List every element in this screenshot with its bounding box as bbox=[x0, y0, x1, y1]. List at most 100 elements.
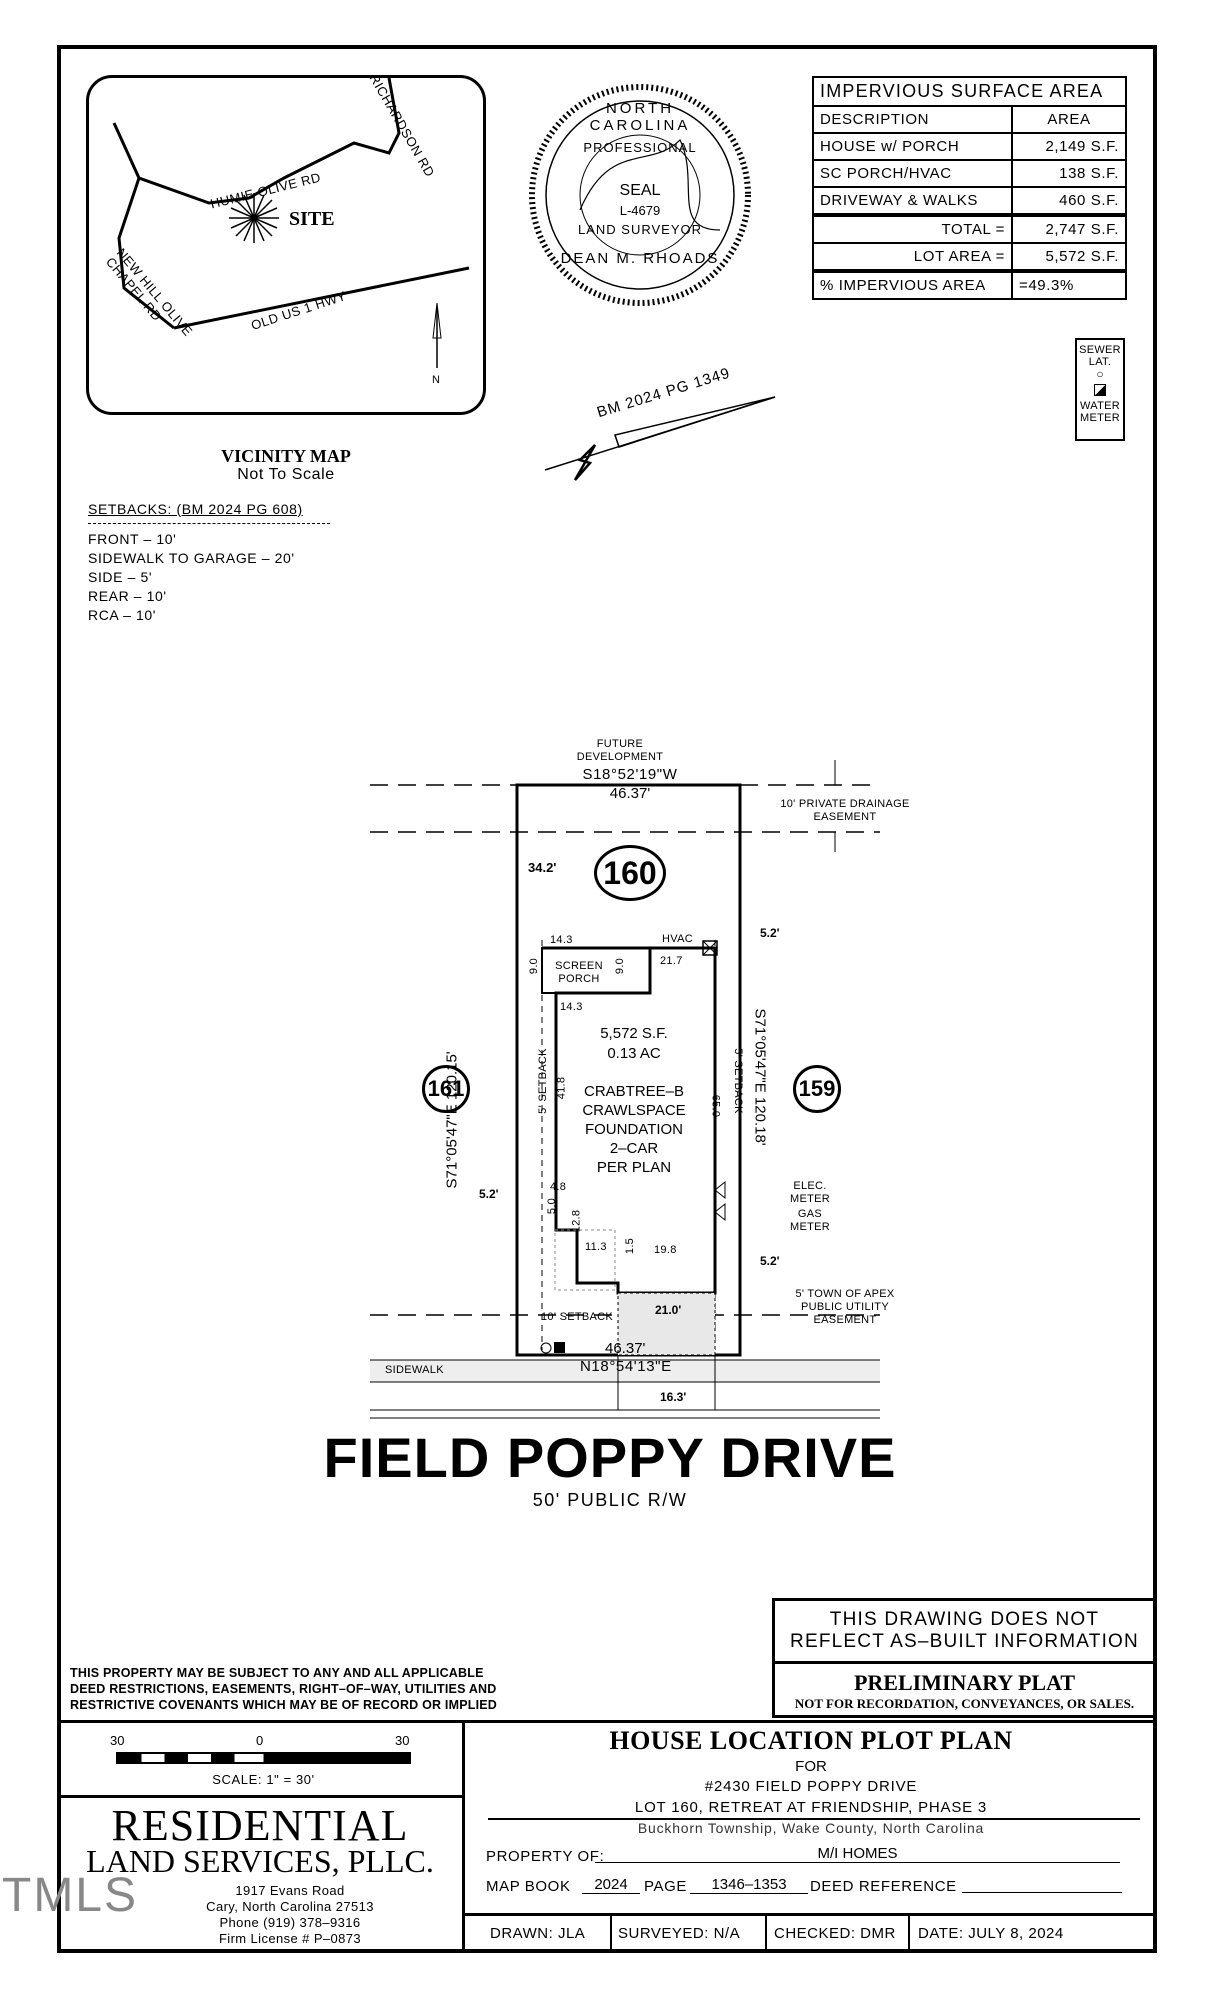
preliminary-plat-sub: NOT FOR RECORDATION, CONVEYANCES, OR SAL… bbox=[794, 1696, 1135, 1711]
firm-city: Cary, North Carolina 27513 bbox=[206, 1899, 374, 1914]
lot-161: 161 bbox=[422, 1065, 470, 1113]
impervious-row-area: 138 S.F. bbox=[1011, 159, 1127, 188]
property-of-value: M/I HOMES bbox=[595, 1845, 1120, 1863]
title-block-top-rule bbox=[57, 1720, 1157, 1723]
impervious-row-desc: HOUSE w/ PORCH bbox=[812, 132, 1013, 161]
title-rule bbox=[488, 1818, 1140, 1820]
porch-side-dim-2: 9.0 bbox=[614, 957, 627, 975]
impervious-row-desc: DRIVEWAY & WALKS bbox=[812, 186, 1013, 216]
footer-rule bbox=[462, 1913, 1157, 1916]
left-side-dim: 5.2' bbox=[479, 1187, 499, 1201]
impervious-lot-value: 5,572 S.F. bbox=[1011, 242, 1127, 272]
house-text-line: FOUNDATION bbox=[584, 1121, 684, 1138]
notice-box: THIS DRAWING DOES NOT REFLECT AS–BUILT I… bbox=[772, 1598, 1157, 1718]
right-setback-label: 5' SETBACK bbox=[731, 1048, 744, 1114]
house-text-line: PER PLAN bbox=[596, 1159, 672, 1176]
title-for: FOR bbox=[795, 1758, 827, 1775]
road-rw: 50' PUBLIC R/W bbox=[532, 1490, 688, 1510]
front-distance: 46.37' bbox=[605, 1340, 646, 1357]
drainage-easement-label: 10' PRIVATE DRAINAGE EASEMENT bbox=[780, 798, 910, 823]
scale-label: SCALE: 1" = 30' bbox=[212, 1772, 315, 1787]
lot-number: 160 bbox=[594, 845, 666, 901]
rear-bearing: S18°52'19"W bbox=[582, 766, 678, 783]
site-label: SITE bbox=[289, 208, 335, 230]
mls-watermark: TMLS bbox=[2, 1869, 139, 1922]
firm-name-2: LAND SERVICES, PLLC. bbox=[86, 1843, 434, 1879]
legend-water: WATER METER bbox=[1080, 400, 1120, 424]
firm-contact: 1917 Evans Road Cary, North Carolina 275… bbox=[160, 1883, 420, 1947]
porch-side-dim: 9.0 bbox=[528, 957, 541, 975]
hvac-label: HVAC bbox=[662, 933, 693, 945]
plot-plan-drawing bbox=[370, 760, 880, 1419]
footer-sep-1 bbox=[610, 1913, 612, 1953]
house-text-line: CRAWLSPACE bbox=[582, 1102, 686, 1119]
seal-license: L-4679 bbox=[619, 203, 661, 218]
rear-distance: 46.37' bbox=[609, 785, 651, 802]
restriction-line: THIS PROPERTY MAY BE SUBJECT TO ANY AND … bbox=[70, 1666, 484, 1680]
title-block-divider bbox=[462, 1720, 465, 1953]
scale-divider bbox=[57, 1795, 462, 1798]
house-text-line: 2–CAR bbox=[609, 1140, 659, 1157]
checked-by: CHECKED: DMR bbox=[774, 1925, 896, 1942]
scale-right: 30 bbox=[395, 1733, 410, 1748]
porch-bottom-dim: 14.3 bbox=[560, 1001, 583, 1013]
impervious-total-label: TOTAL = bbox=[812, 213, 1013, 244]
surveyor-seal bbox=[529, 84, 751, 306]
legend-sewer: SEWER LAT. bbox=[1079, 344, 1121, 368]
right-line-bearing: S71°05'47"E 120.18' bbox=[751, 1008, 769, 1146]
utility-legend: SEWER LAT. ○ WATER METER bbox=[1075, 338, 1125, 441]
firm-license: Firm License # P–0873 bbox=[218, 1931, 362, 1946]
impervious-col-desc: DESCRIPTION bbox=[812, 105, 1013, 134]
property-of-label: PROPERTY OF: bbox=[486, 1848, 605, 1865]
dim-4-8: 4.8 bbox=[550, 1181, 567, 1193]
vicinity-map-subtitle: Not To Scale bbox=[237, 466, 335, 483]
road-name: FIELD POPPY DRIVE bbox=[323, 1426, 897, 1489]
scale-bar bbox=[116, 1752, 411, 1764]
future-development-label: FUTURE DEVELOPMENT bbox=[576, 738, 664, 763]
firm-address: 1917 Evans Road bbox=[235, 1883, 345, 1898]
scale-left: 30 bbox=[110, 1733, 125, 1748]
drive-width-dim: 16.3' bbox=[660, 1390, 687, 1404]
plot-plan-title: HOUSE LOCATION PLOT PLAN bbox=[609, 1726, 1013, 1755]
title-address: #2430 FIELD POPPY DRIVE bbox=[704, 1778, 918, 1795]
elec-meter-label: ELEC. METER bbox=[790, 1180, 830, 1205]
lot-area-sf: 5,572 S.F. bbox=[600, 1025, 668, 1042]
setback-item: RCA – 10' bbox=[88, 607, 156, 623]
sidewalk-label: SIDEWALK bbox=[385, 1364, 444, 1376]
house-text-line: CRABTREE–B bbox=[583, 1083, 685, 1100]
north-arrow-label: N bbox=[432, 374, 441, 386]
footer-sep-2 bbox=[765, 1913, 767, 1953]
dim-11-3: 11.3 bbox=[585, 1241, 607, 1253]
lot-159: 159 bbox=[793, 1065, 841, 1113]
house-top-dim: 21.7 bbox=[660, 955, 683, 967]
impervious-pct-value: =49.3% bbox=[1011, 269, 1127, 300]
setback-item: SIDEWALK TO GARAGE – 20' bbox=[88, 550, 295, 566]
firm-name-1: RESIDENTIAL bbox=[111, 1801, 409, 1850]
scale-mid: 0 bbox=[256, 1733, 264, 1748]
setbacks-list: SETBACKS: (BM 2024 PG 608) FRONT – 10' S… bbox=[88, 500, 330, 625]
impervious-row-area: 2,149 S.F. bbox=[1011, 132, 1127, 161]
house-right-dim: 65.0 bbox=[709, 1094, 722, 1118]
right-side-dim: 5.2' bbox=[760, 1254, 780, 1268]
impervious-row-desc: SC PORCH/HVAC bbox=[812, 159, 1013, 188]
surveyed-by: SURVEYED: N/A bbox=[618, 1925, 741, 1942]
impervious-total-value: 2,747 S.F. bbox=[1011, 213, 1127, 244]
sewer-icon: ○ bbox=[1096, 367, 1104, 381]
front-setback-label: 10' SETBACK bbox=[541, 1311, 614, 1323]
north-arrow bbox=[544, 396, 776, 481]
sheet-border bbox=[57, 45, 1157, 1953]
preliminary-plat: PRELIMINARY PLAT bbox=[853, 1670, 1076, 1695]
dim-12-8: 12.8 bbox=[570, 1209, 583, 1233]
deed-reference-label: DEED REFERENCE bbox=[810, 1878, 957, 1895]
footer-sep-3 bbox=[908, 1913, 910, 1953]
restriction-line: RESTRICTIVE COVENANTS WHICH MAY BE OF RE… bbox=[70, 1698, 498, 1712]
dim-19-8: 19.8 bbox=[654, 1244, 677, 1256]
deed-reference-line bbox=[962, 1892, 1122, 1893]
notice-line-2: REFLECT AS–BUILT INFORMATION bbox=[790, 1631, 1139, 1652]
setback-item: FRONT – 10' bbox=[88, 531, 177, 547]
notice-line-1: THIS DRAWING DOES NOT bbox=[829, 1609, 1100, 1630]
impervious-row-area: 460 S.F. bbox=[1011, 186, 1127, 216]
page-label: PAGE bbox=[644, 1878, 687, 1895]
seal-state: NORTH CAROLINA bbox=[589, 100, 691, 134]
title-location: Buckhorn Township, Wake County, North Ca… bbox=[637, 1820, 985, 1836]
